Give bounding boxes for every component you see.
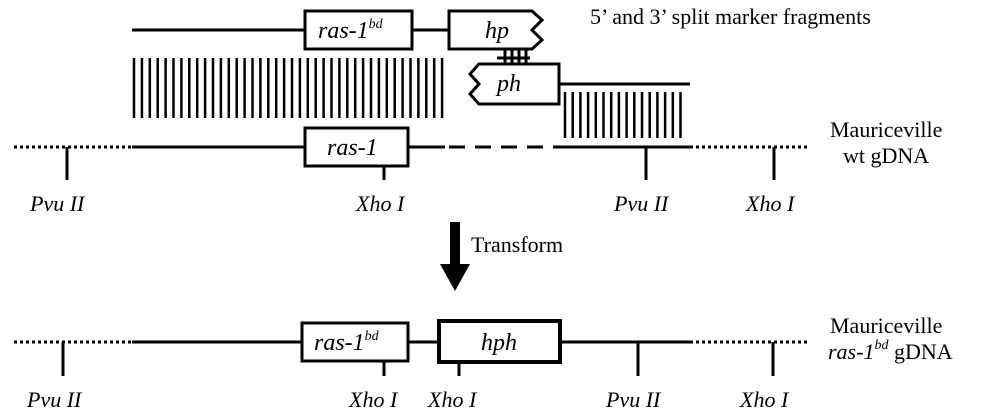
mut-label-line1: Mauriceville [830, 313, 942, 338]
mut-label-line2: ras-1bd gDNA [828, 338, 953, 364]
mut-hph-box [437, 319, 562, 364]
mut-site-xho-3: Xho I [739, 387, 790, 412]
wt-label-line1: Mauriceville [830, 117, 942, 142]
mut-site-xho-1: Xho I [348, 387, 399, 412]
fragment-5prime: ras-1bd hp [132, 9, 545, 51]
wt-site-xho-1: Xho I [355, 191, 406, 216]
homology-hatch-right [563, 92, 682, 138]
wt-site-pvu-2: Pvu II [613, 191, 670, 216]
fragment5-hp-box [447, 9, 545, 51]
fragment5-gene-label: ras-1bd [318, 17, 384, 44]
fragment5-marker-label: hp [485, 18, 509, 44]
mut-gene-label: ras-1bd [314, 329, 380, 356]
fragment3-ph-box [467, 62, 561, 106]
mut-marker-label: hph [481, 330, 517, 356]
wt-site-pvu-1: Pvu II [29, 191, 86, 216]
transform-arrow [440, 222, 470, 291]
arrow-head [440, 264, 470, 291]
fragment-3prime: ph [467, 62, 690, 106]
fragments-title: 5’ and 3’ split marker fragments [590, 4, 871, 29]
homology-hatch-left [132, 58, 444, 118]
wt-label-line2: wt gDNA [843, 143, 929, 168]
wt-site-xho-2: Xho I [745, 191, 796, 216]
arrow-shaft [450, 222, 460, 266]
mut-site-pvu-1: Pvu II [26, 387, 83, 412]
wt-gene-label: ras-1 [327, 135, 378, 161]
transform-label: Transform [471, 232, 563, 257]
mut-site-xho-2: Xho I [427, 387, 478, 412]
mut-site-pvu-2: Pvu II [605, 387, 662, 412]
mut-ras1bd-box [300, 321, 410, 363]
mutant-gdna: ras-1bd hph Pvu II Xho I Xho I Pvu II Xh… [14, 319, 808, 412]
marker-overlap-hatch [497, 49, 530, 63]
fragment3-marker-label: ph [495, 71, 521, 97]
wt-ras1-box [303, 126, 410, 168]
wt-gdna: ras-1 Pvu II Xho I Pvu II Xho I [14, 126, 808, 216]
